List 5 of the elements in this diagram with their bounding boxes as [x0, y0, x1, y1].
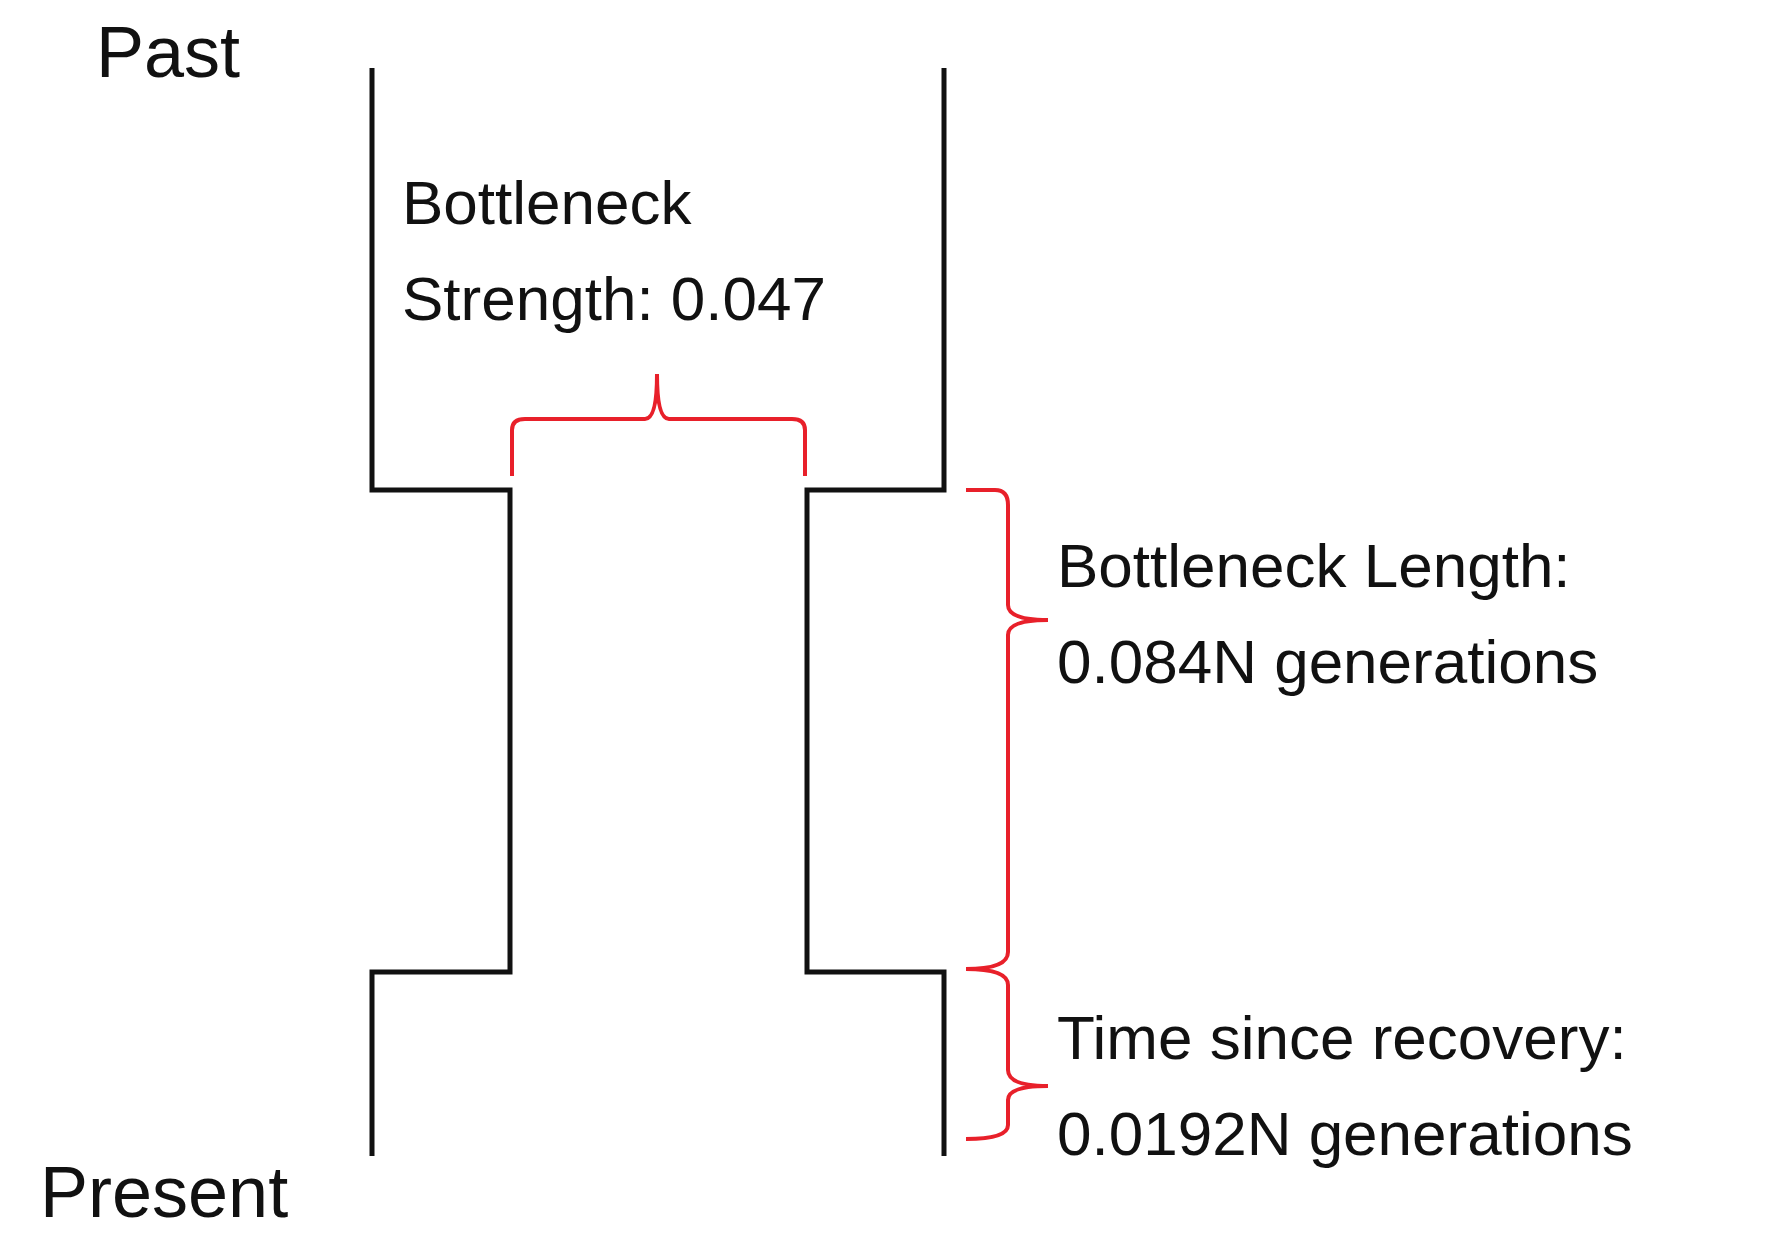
annotation-text: Bottleneck Strength: 0.047	[402, 167, 827, 335]
time-label: Present	[40, 1151, 290, 1234]
annotation-text: Bottleneck Length: 0.084N generations	[1057, 530, 1600, 698]
annotation-text: Time since recovery: 0.0192N generations	[1057, 1002, 1634, 1170]
time-label: Past	[96, 11, 242, 94]
